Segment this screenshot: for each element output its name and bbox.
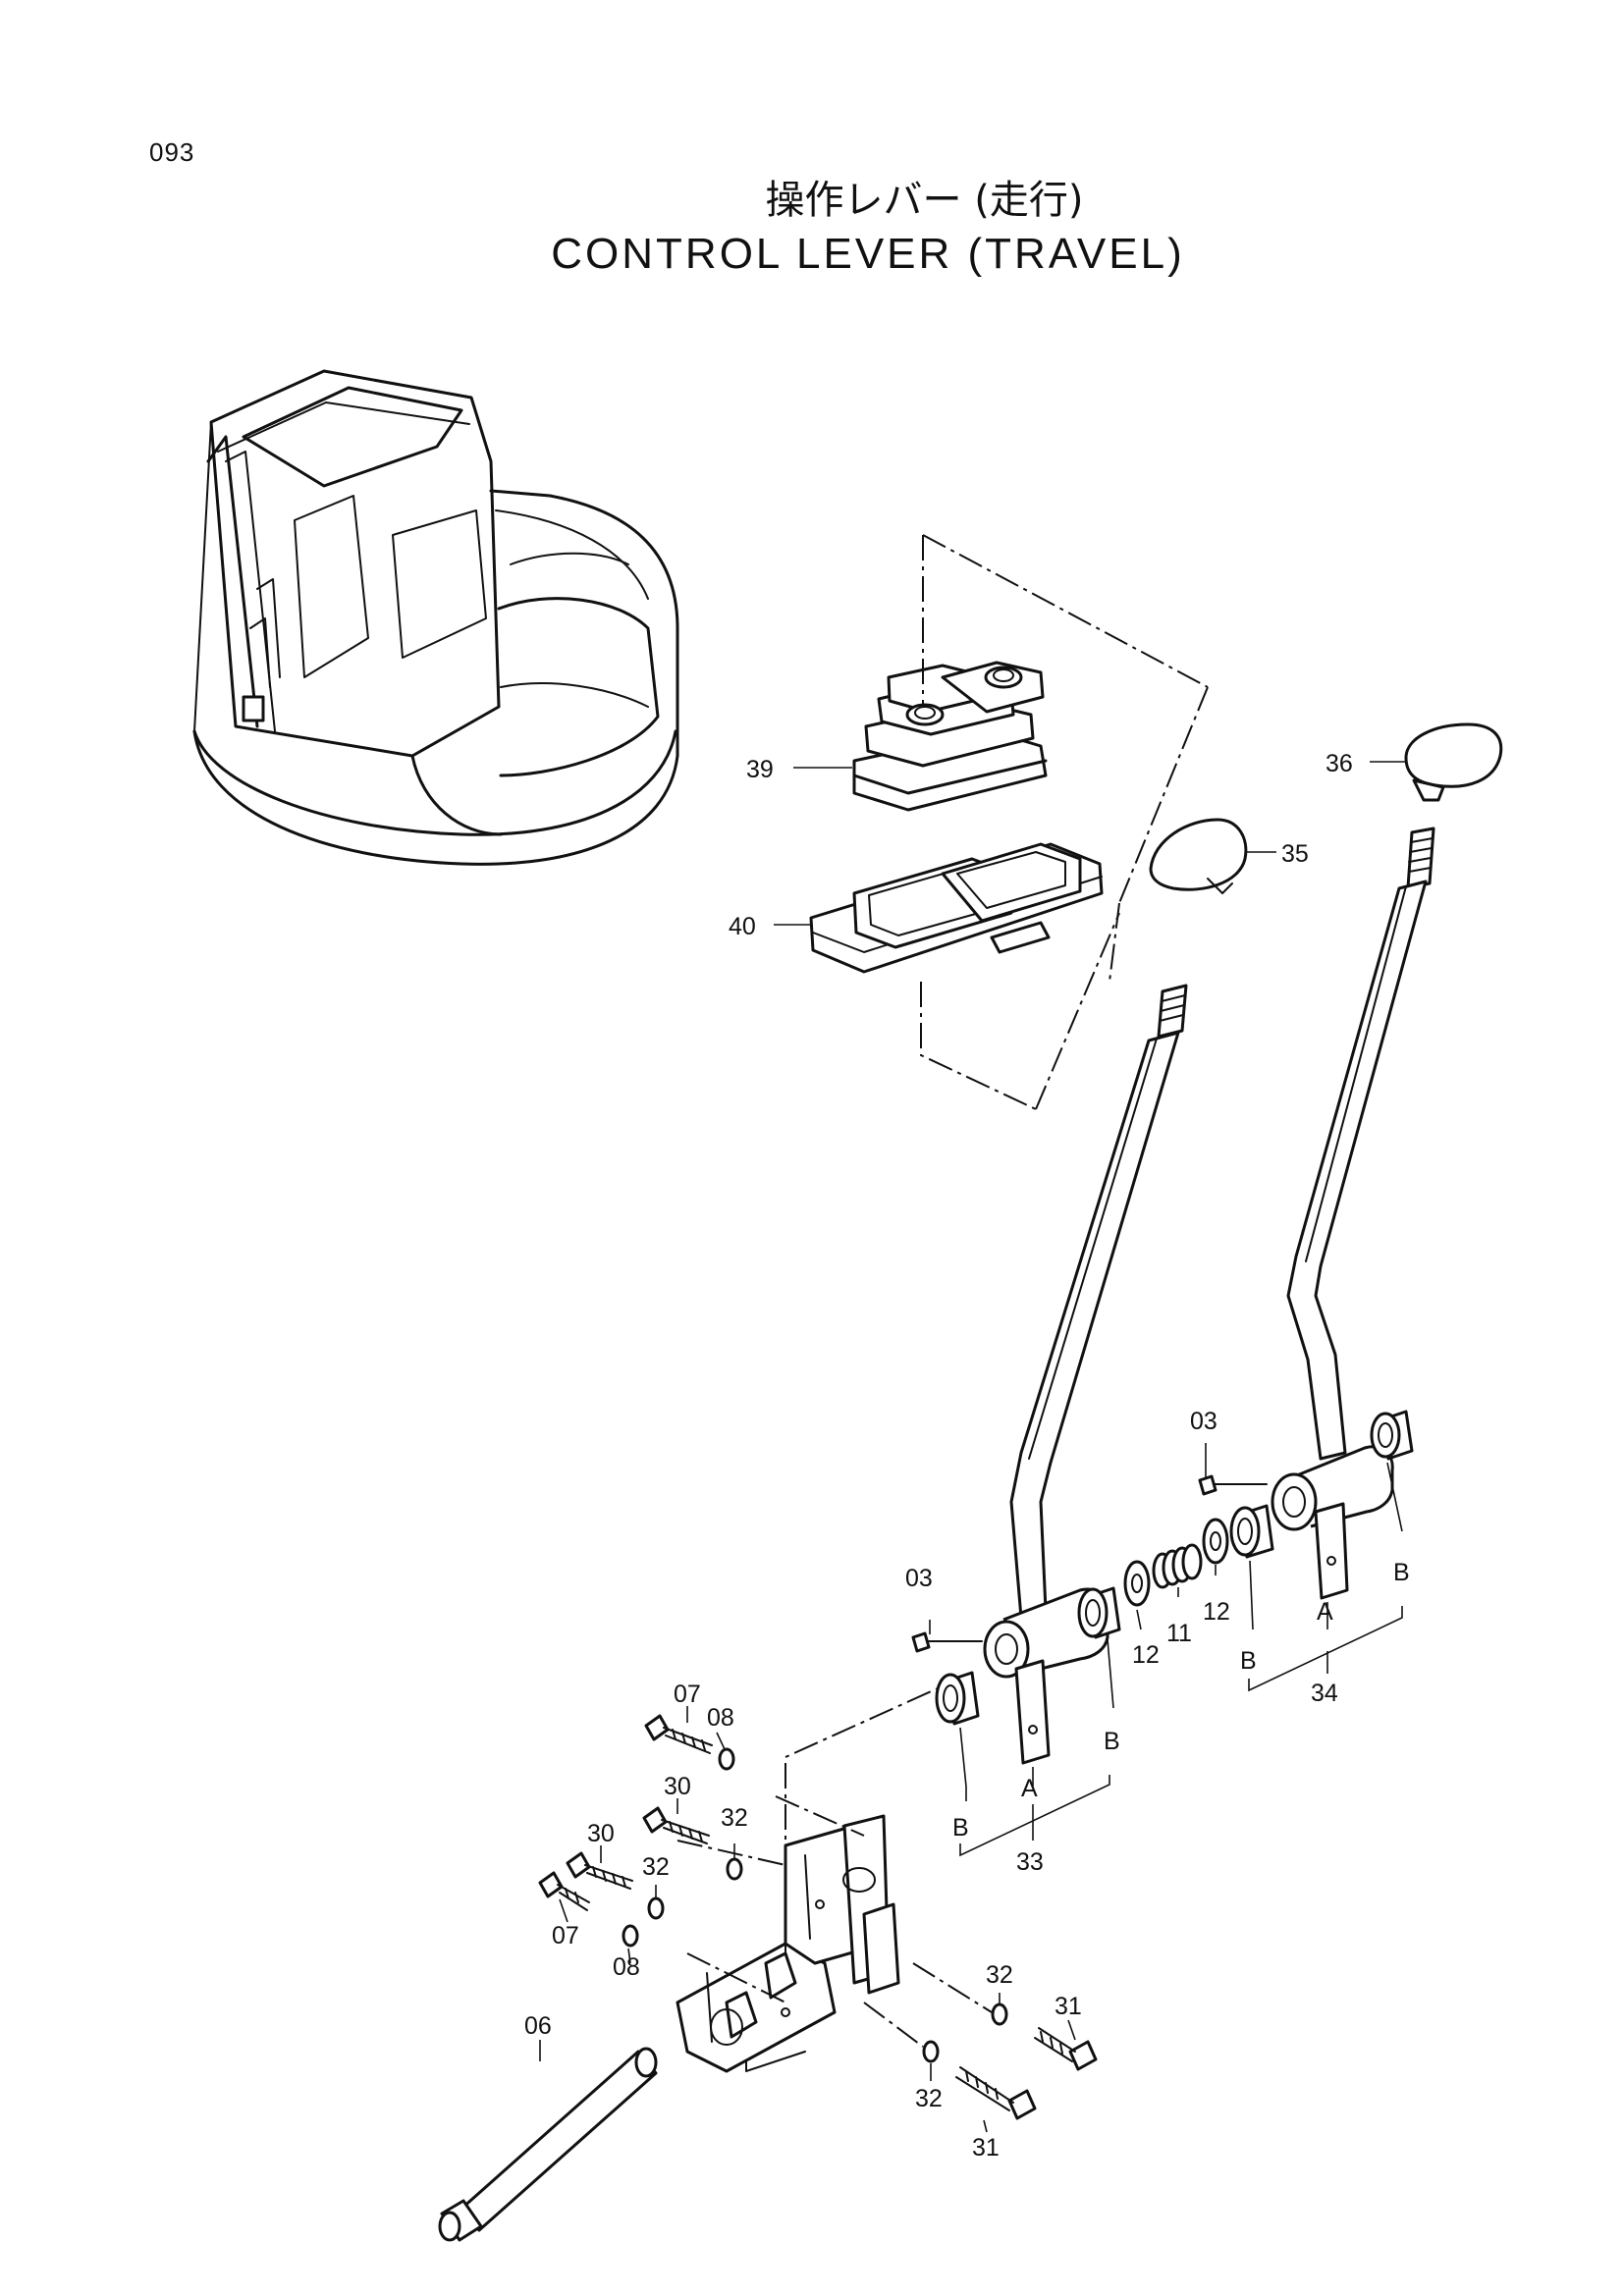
callout-b-34-left: B — [1240, 1647, 1257, 1675]
callout-32-mid: 32 — [642, 1853, 670, 1881]
callout-35: 35 — [1281, 840, 1309, 868]
callout-40: 40 — [729, 913, 756, 940]
washer-icon — [647, 1896, 665, 1920]
callout-30-left: 30 — [587, 1820, 615, 1847]
bushing-icon — [1229, 1504, 1274, 1559]
page-title: 操作レバー (走行) CONTROL LEVER (TRAVEL) — [0, 175, 1623, 283]
callout-08-top: 08 — [707, 1704, 734, 1732]
bolt-icon — [566, 1851, 633, 1890]
bolt-icon — [644, 1714, 713, 1754]
spring-icon — [1152, 1543, 1203, 1589]
bolt-icon — [642, 1806, 710, 1844]
control-lever-icon — [1271, 827, 1435, 1600]
washer-icon — [718, 1747, 735, 1771]
washer-icon — [1123, 1560, 1151, 1607]
callout-32-right-bottom: 32 — [915, 2085, 943, 2112]
callout-b-33-right: B — [1104, 1728, 1120, 1755]
bolt-icon — [1034, 2027, 1098, 2071]
bushing-icon — [1077, 1586, 1121, 1639]
lever-knob-icon — [1149, 818, 1248, 894]
washer-icon — [622, 1924, 639, 1948]
callout-a-33: A — [1021, 1775, 1038, 1802]
callout-b-33-left: B — [952, 1814, 969, 1842]
washer-icon — [991, 2002, 1008, 2026]
callout-03-right: 03 — [1190, 1408, 1217, 1435]
callout-03-left: 03 — [905, 1565, 933, 1592]
rubber-boot-icon — [852, 661, 1048, 812]
callout-a-34: A — [1317, 1598, 1333, 1626]
washer-icon — [726, 1857, 743, 1881]
callout-06: 06 — [524, 2012, 552, 2040]
title-japanese: 操作レバー (走行) — [765, 178, 1084, 223]
callout-32-right-top: 32 — [986, 1961, 1013, 1989]
callout-30-top: 30 — [664, 1773, 691, 1800]
callout-36: 36 — [1325, 750, 1353, 777]
bolt-icon — [955, 2066, 1037, 2120]
callout-07-left: 07 — [552, 1922, 579, 1949]
washer-icon — [1202, 1518, 1229, 1565]
callout-31-bottom: 31 — [972, 2134, 1000, 2162]
bushing-icon — [1370, 1410, 1414, 1461]
pivot-shaft-icon — [438, 2047, 658, 2242]
page-number: 093 — [149, 137, 195, 167]
grease-fitting-icon — [1198, 1474, 1268, 1496]
callout-b-34-right: B — [1393, 1559, 1410, 1586]
callout-07-top: 07 — [674, 1681, 701, 1708]
mounting-bracket-icon — [676, 1814, 900, 2073]
callout-31-right: 31 — [1055, 1993, 1082, 2020]
title-english: CONTROL LEVER (TRAVEL) — [551, 230, 1185, 278]
callout-32-top: 32 — [721, 1804, 748, 1832]
callout-34: 34 — [1311, 1680, 1338, 1707]
callout-12-right: 12 — [1203, 1598, 1230, 1626]
callout-12-left: 12 — [1132, 1641, 1160, 1669]
grease-fitting-icon — [911, 1631, 983, 1653]
lever-knob-icon — [1404, 722, 1503, 802]
bushing-icon — [935, 1671, 980, 1726]
callout-11: 11 — [1166, 1620, 1192, 1647]
washer-icon — [922, 2040, 940, 2063]
callout-39: 39 — [746, 756, 774, 783]
callout-33: 33 — [1016, 1848, 1044, 1876]
callout-08-left: 08 — [613, 1953, 640, 1981]
boot-plate-icon — [809, 842, 1104, 974]
bolt-icon — [538, 1871, 590, 1911]
excavator-cab-icon — [192, 369, 679, 866]
